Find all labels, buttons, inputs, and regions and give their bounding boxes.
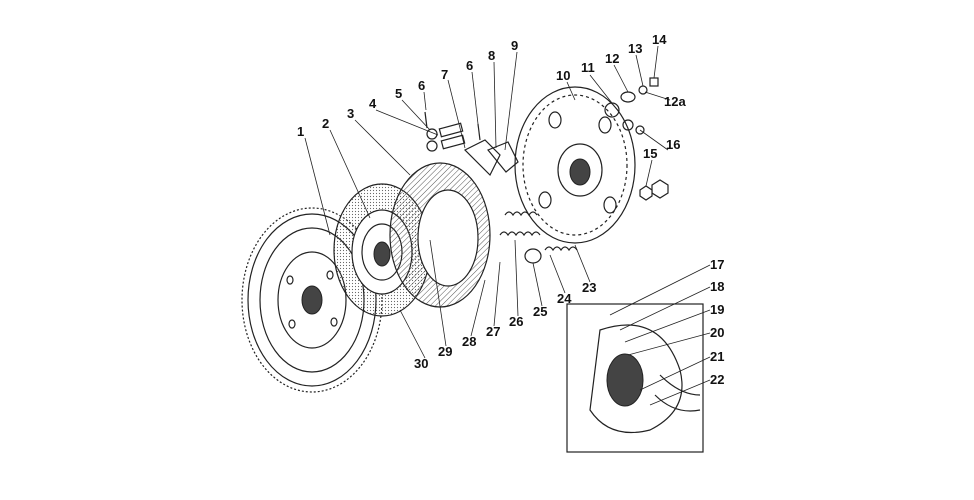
part-label: 6 — [418, 78, 425, 93]
part-label: 27 — [486, 324, 500, 339]
part-label: 13 — [628, 41, 642, 56]
part-label: 4 — [369, 96, 377, 111]
part-label: 9 — [511, 38, 518, 53]
part-label: 28 — [462, 334, 476, 349]
pressure-plate — [389, 162, 491, 308]
part-label: 22 — [710, 372, 724, 387]
part-label: 30 — [414, 356, 428, 371]
part-label: 25 — [533, 304, 547, 319]
part-label: 24 — [557, 291, 572, 306]
part-label: 20 — [710, 325, 724, 340]
part-label: 26 — [509, 314, 523, 329]
part-label: 14 — [652, 32, 667, 47]
clutch-cover — [514, 86, 636, 244]
part-label: 12 — [605, 51, 619, 66]
part-label: 15 — [643, 146, 657, 161]
part-label: 23 — [582, 280, 596, 295]
pressure-springs — [499, 211, 578, 264]
part-label: 21 — [710, 349, 724, 364]
part-label: 7 — [441, 67, 448, 82]
part-label: 17 — [710, 257, 724, 272]
part-label: 18 — [710, 279, 724, 294]
part-label: 12a — [664, 94, 686, 109]
part-label: 8 — [488, 48, 495, 63]
part-label: 29 — [438, 344, 452, 359]
part-label: 3 — [347, 106, 354, 121]
part-label: 6 — [466, 58, 473, 73]
part-label: 5 — [395, 86, 402, 101]
part-label: 11 — [581, 60, 595, 75]
part-label: 1 — [297, 124, 304, 139]
part-label: 19 — [710, 302, 724, 317]
inset-detail — [566, 303, 704, 453]
leader-lines — [304, 45, 711, 406]
part-labels: 1 2 3 4 5 6 6 7 8 9 10 11 12 13 14 12a 1… — [297, 32, 724, 387]
part-label: 2 — [322, 116, 329, 131]
part-label: 10 — [556, 68, 570, 83]
part-label: 16 — [666, 137, 680, 152]
levers-and-fasteners — [424, 77, 669, 201]
